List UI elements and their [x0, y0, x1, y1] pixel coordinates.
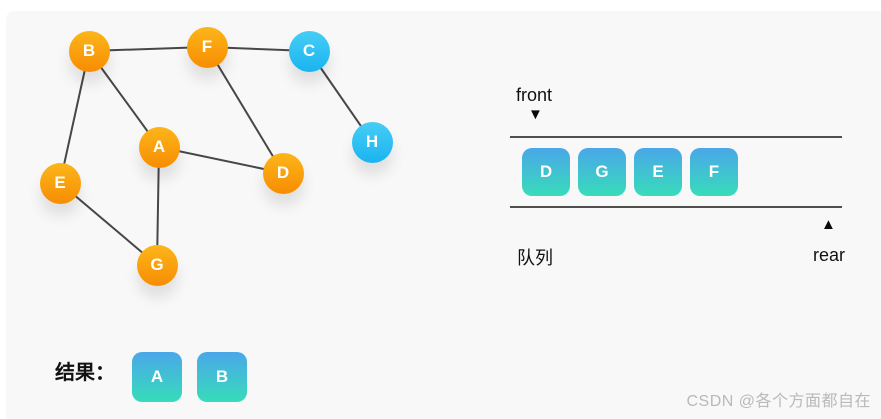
- graph-node-E: E: [39, 162, 81, 204]
- graph-edge-A-D: [158, 146, 284, 174]
- graph-node-G: G: [136, 244, 178, 286]
- queue-item-F: F: [690, 148, 738, 196]
- result-item-B: B: [197, 352, 247, 402]
- graph-node-D: D: [262, 152, 304, 194]
- background-panel: [6, 11, 881, 419]
- graph-area: B F C H A D E G: [0, 0, 460, 320]
- graph-edge-F-D: [206, 46, 284, 174]
- graph-edge-B-E: [59, 50, 90, 184]
- graph-node-H: H: [351, 121, 393, 163]
- queue-rear-label: rear: [813, 245, 846, 265]
- front-arrow-icon: ▼: [528, 106, 543, 123]
- queue-name-label: 队列: [517, 248, 553, 268]
- graph-node-B: B: [68, 30, 110, 72]
- watermark: CSDN @各个方面都自在: [686, 393, 871, 410]
- result-label: 结果：: [55, 362, 115, 384]
- queue-item-D: D: [522, 148, 570, 196]
- graph-node-F: F: [186, 26, 228, 68]
- rear-arrow-icon: ▲: [821, 216, 836, 233]
- queue-top-line: [510, 136, 842, 138]
- graph-node-C: C: [288, 30, 330, 72]
- queue-item-E: E: [634, 148, 682, 196]
- queue-item-G: G: [578, 148, 626, 196]
- queue-bottom-line: [510, 206, 842, 208]
- graph-node-A: A: [138, 126, 180, 168]
- queue-front-label: front: [516, 85, 553, 105]
- result-item-A: A: [132, 352, 182, 402]
